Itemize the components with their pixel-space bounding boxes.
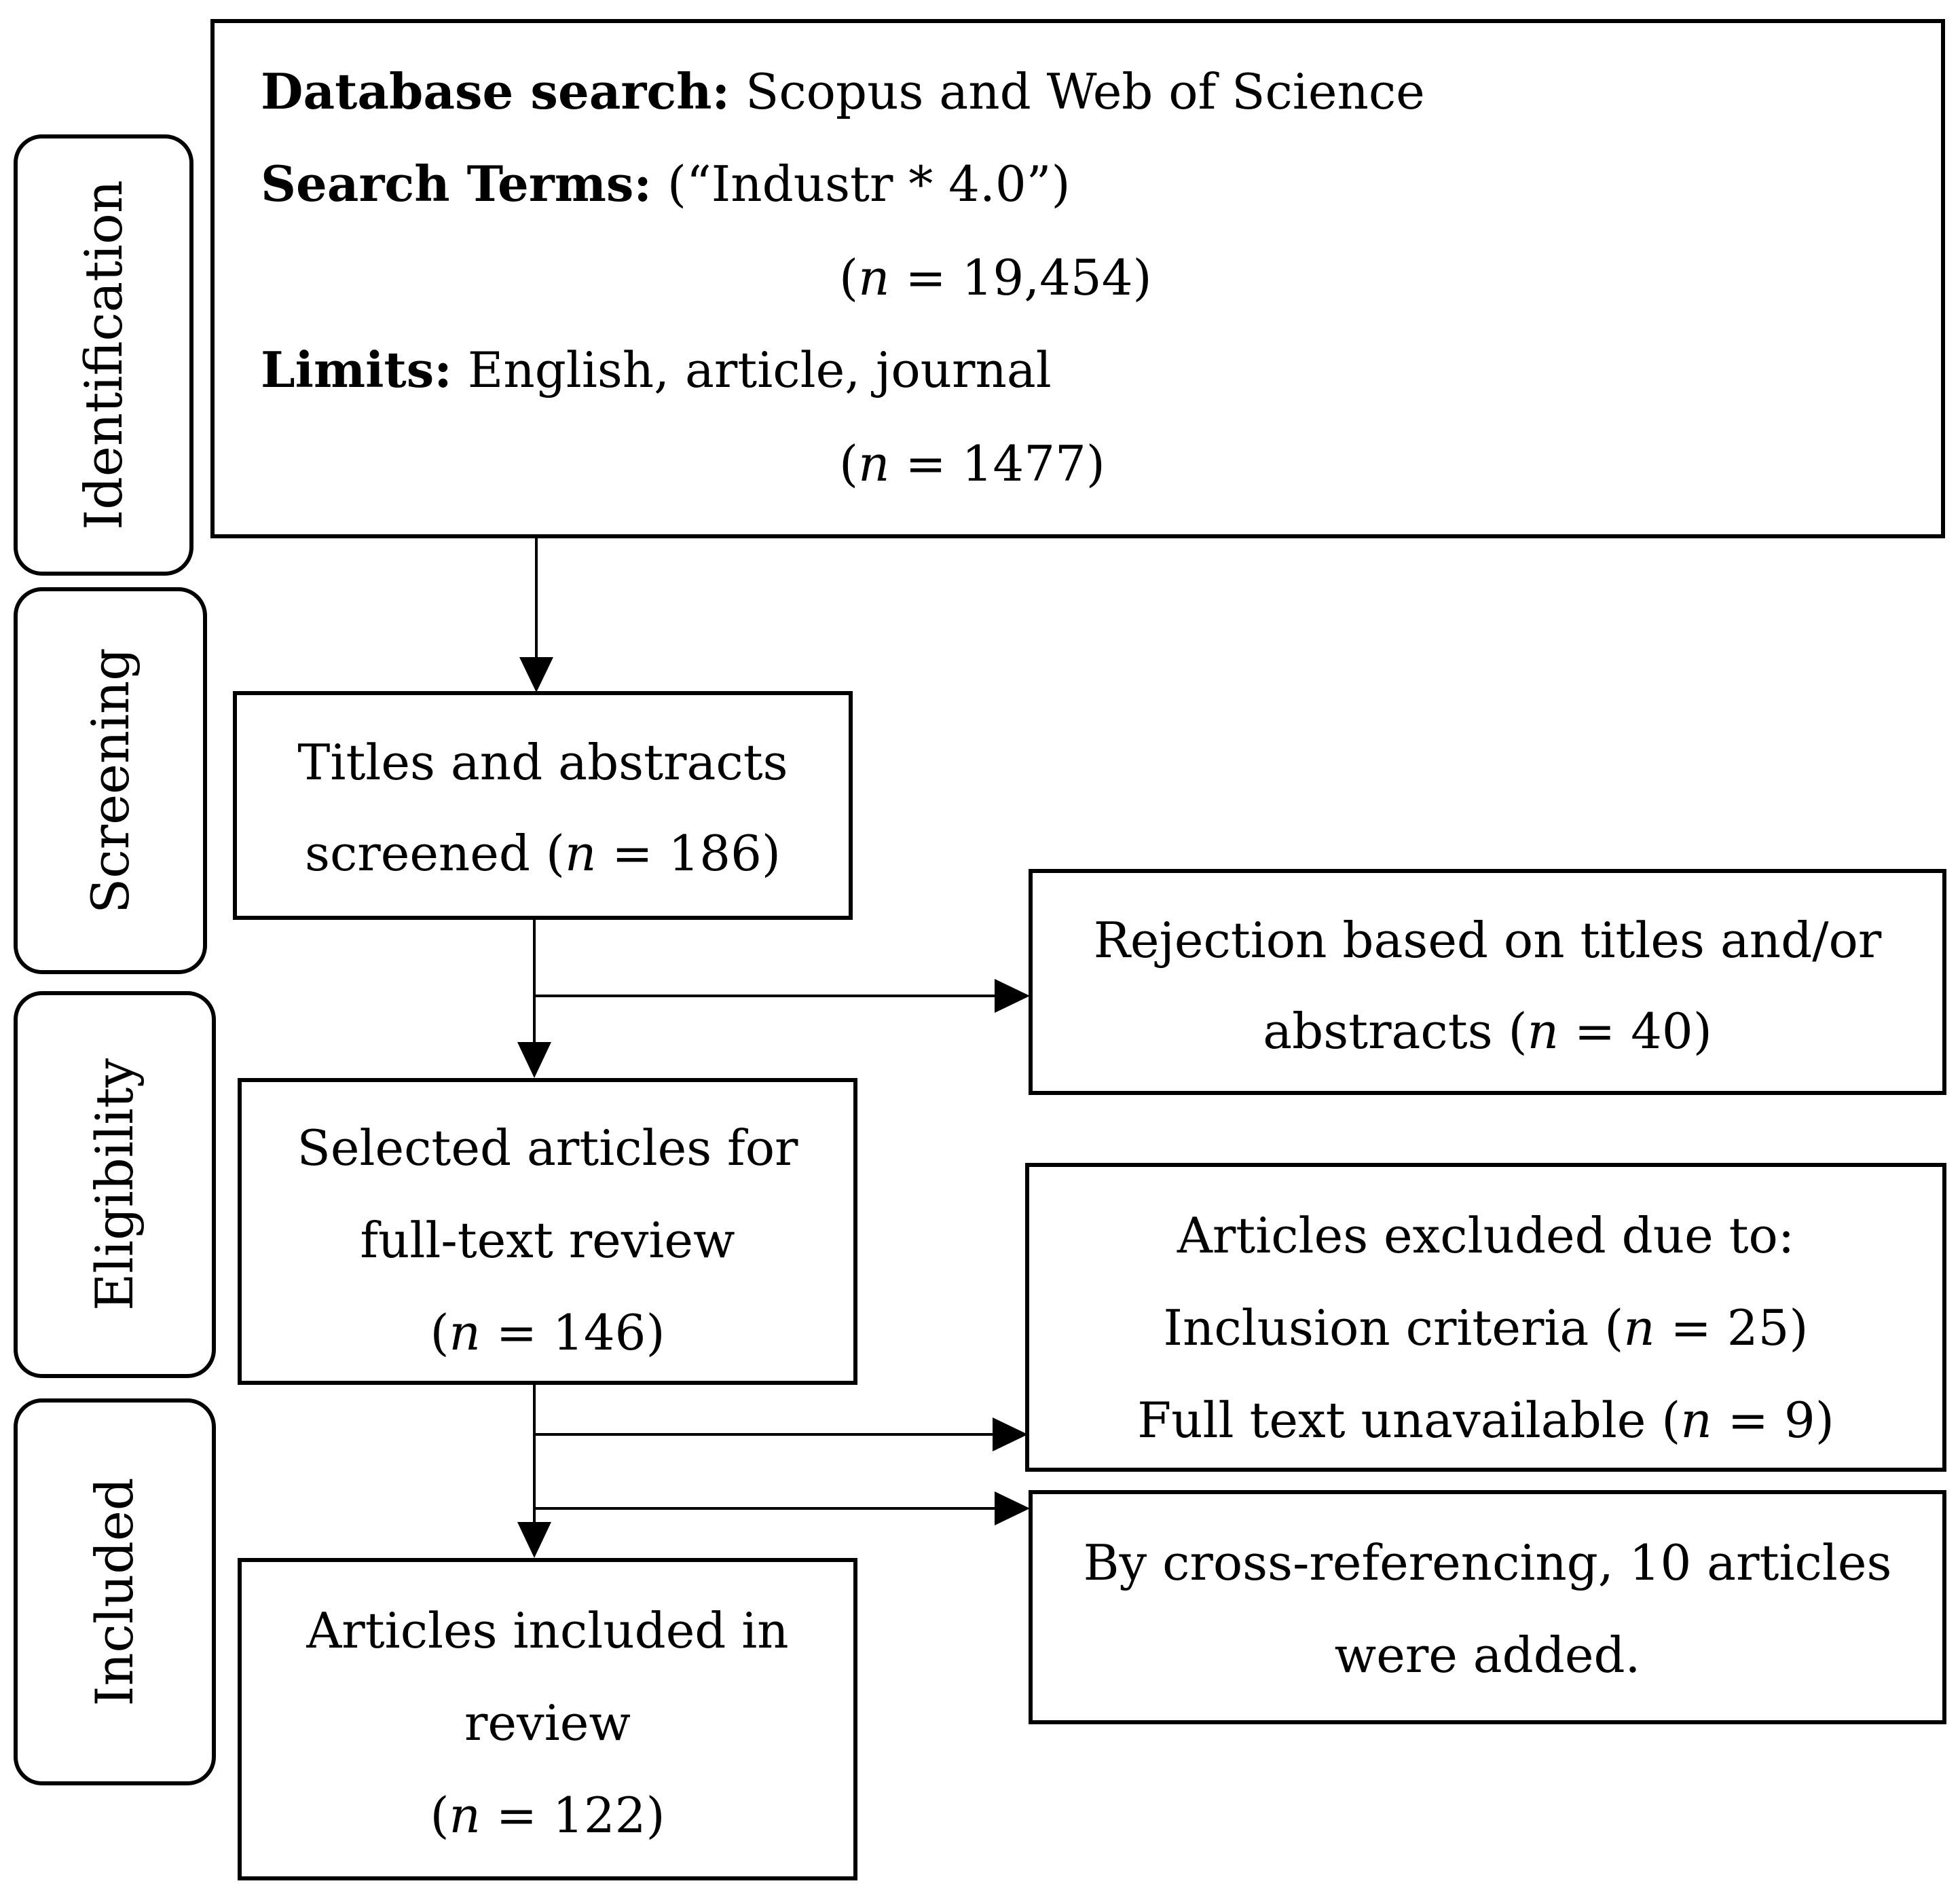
eligibility-box: Selected articles for full-text review (… xyxy=(238,1078,857,1385)
search-count-var: n xyxy=(858,249,890,306)
stage-included: Included xyxy=(14,1398,216,1785)
excluded-line-3: Full text unavailable (n = 9) xyxy=(1029,1392,1942,1449)
search-count-rest: = 19,454) xyxy=(889,249,1152,306)
arrowhead-cross-ref xyxy=(995,1491,1030,1525)
limits-line: Limits: English, article, journal xyxy=(261,341,1052,398)
excluded-line-2-var: n xyxy=(1623,1299,1655,1356)
included-line-3-var: n xyxy=(449,1787,481,1844)
rejection-line-1: Rejection based on titles and/or xyxy=(1093,912,1882,969)
excluded-line-1: Articles excluded due to: xyxy=(1177,1207,1795,1264)
limits-count: (n = 1477) xyxy=(839,436,1105,492)
stage-screening-label: Screening xyxy=(79,648,141,914)
rejection-line-2-rest: = 40) xyxy=(1559,1003,1712,1060)
identification-box: Database search: Scopus and Web of Scien… xyxy=(210,19,1945,538)
excluded-line-2: Inclusion criteria (n = 25) xyxy=(1029,1300,1942,1356)
stage-eligibility: Eligibility xyxy=(14,991,216,1378)
excluded-line-3-pre: Full text unavailable ( xyxy=(1137,1392,1681,1449)
excluded-line-3-rest: = 9) xyxy=(1712,1392,1834,1449)
stage-identification-label: Identification xyxy=(73,180,134,530)
screening-line-2-var: n xyxy=(564,825,597,882)
search-count: (n = 19,454) xyxy=(839,250,1152,306)
screening-line-2-rest: = 186) xyxy=(596,825,781,882)
included-line-3: (n = 122) xyxy=(242,1787,853,1844)
search-terms-label: Search Terms: xyxy=(261,155,652,212)
rejection-line-2-var: n xyxy=(1527,1003,1559,1060)
limits-value: English, article, journal xyxy=(467,341,1052,398)
stage-eligibility-label: Eligibility xyxy=(84,1058,145,1312)
search-count-open: ( xyxy=(839,249,859,306)
screening-line-2-pre: screened ( xyxy=(305,825,565,882)
excluded-line-2-rest: = 25) xyxy=(1654,1299,1809,1356)
database-line: Database search: Scopus and Web of Scien… xyxy=(261,62,1425,120)
stage-included-label: Included xyxy=(84,1477,145,1707)
cross-ref-box: By cross-referencing, 10 articles were a… xyxy=(1029,1490,1946,1724)
arrowhead-rejection xyxy=(995,979,1030,1013)
limits-count-open: ( xyxy=(839,435,859,492)
limits-count-rest: = 1477) xyxy=(889,435,1105,492)
included-line-2: review xyxy=(464,1694,631,1751)
rejection-line-2: abstracts (n = 40) xyxy=(1033,1003,1942,1060)
stage-identification: Identification xyxy=(14,134,193,576)
included-line-1: Articles included in xyxy=(306,1602,789,1659)
excluded-line-3-var: n xyxy=(1680,1392,1712,1449)
database-value: Scopus and Web of Science xyxy=(745,63,1425,120)
screening-line-2: screened (n = 186) xyxy=(237,825,849,882)
rejection-line-2-pre: abstracts ( xyxy=(1263,1003,1528,1060)
eligibility-line-1: Selected articles for xyxy=(297,1119,798,1176)
search-terms-line: Search Terms: (“Industr * 4.0”) xyxy=(261,155,1071,212)
excluded-box: Articles excluded due to: Inclusion crit… xyxy=(1025,1163,1946,1472)
limits-count-var: n xyxy=(858,435,890,492)
screening-line-1: Titles and abstracts xyxy=(297,734,788,791)
rejection-box: Rejection based on titles and/or abstrac… xyxy=(1029,869,1946,1095)
arrowhead-eligibility xyxy=(517,1042,551,1078)
included-box: Articles included in review (n = 122) xyxy=(238,1558,857,1880)
stage-screening: Screening xyxy=(14,587,207,974)
eligibility-line-3-rest: = 146) xyxy=(480,1304,665,1361)
eligibility-line-2: full-text review xyxy=(360,1212,735,1269)
arrowhead-included xyxy=(517,1522,551,1558)
excluded-line-2-pre: Inclusion criteria ( xyxy=(1163,1299,1624,1356)
included-line-3-pre: ( xyxy=(430,1787,449,1844)
limits-label: Limits: xyxy=(261,341,452,398)
eligibility-line-3-pre: ( xyxy=(430,1304,449,1361)
cross-ref-line-2: were added. xyxy=(1334,1627,1641,1684)
screening-box: Titles and abstracts screened (n = 186) xyxy=(233,691,853,920)
cross-ref-line-1: By cross-referencing, 10 articles xyxy=(1083,1534,1892,1591)
included-line-3-rest: = 122) xyxy=(480,1787,665,1844)
arrowhead-screening xyxy=(519,657,553,692)
arrowhead-excluded xyxy=(993,1417,1028,1451)
database-label: Database search: xyxy=(261,62,731,120)
search-terms-value: (“Industr * 4.0”) xyxy=(667,155,1071,212)
eligibility-line-3-var: n xyxy=(449,1304,481,1361)
eligibility-line-3: (n = 146) xyxy=(242,1305,853,1361)
